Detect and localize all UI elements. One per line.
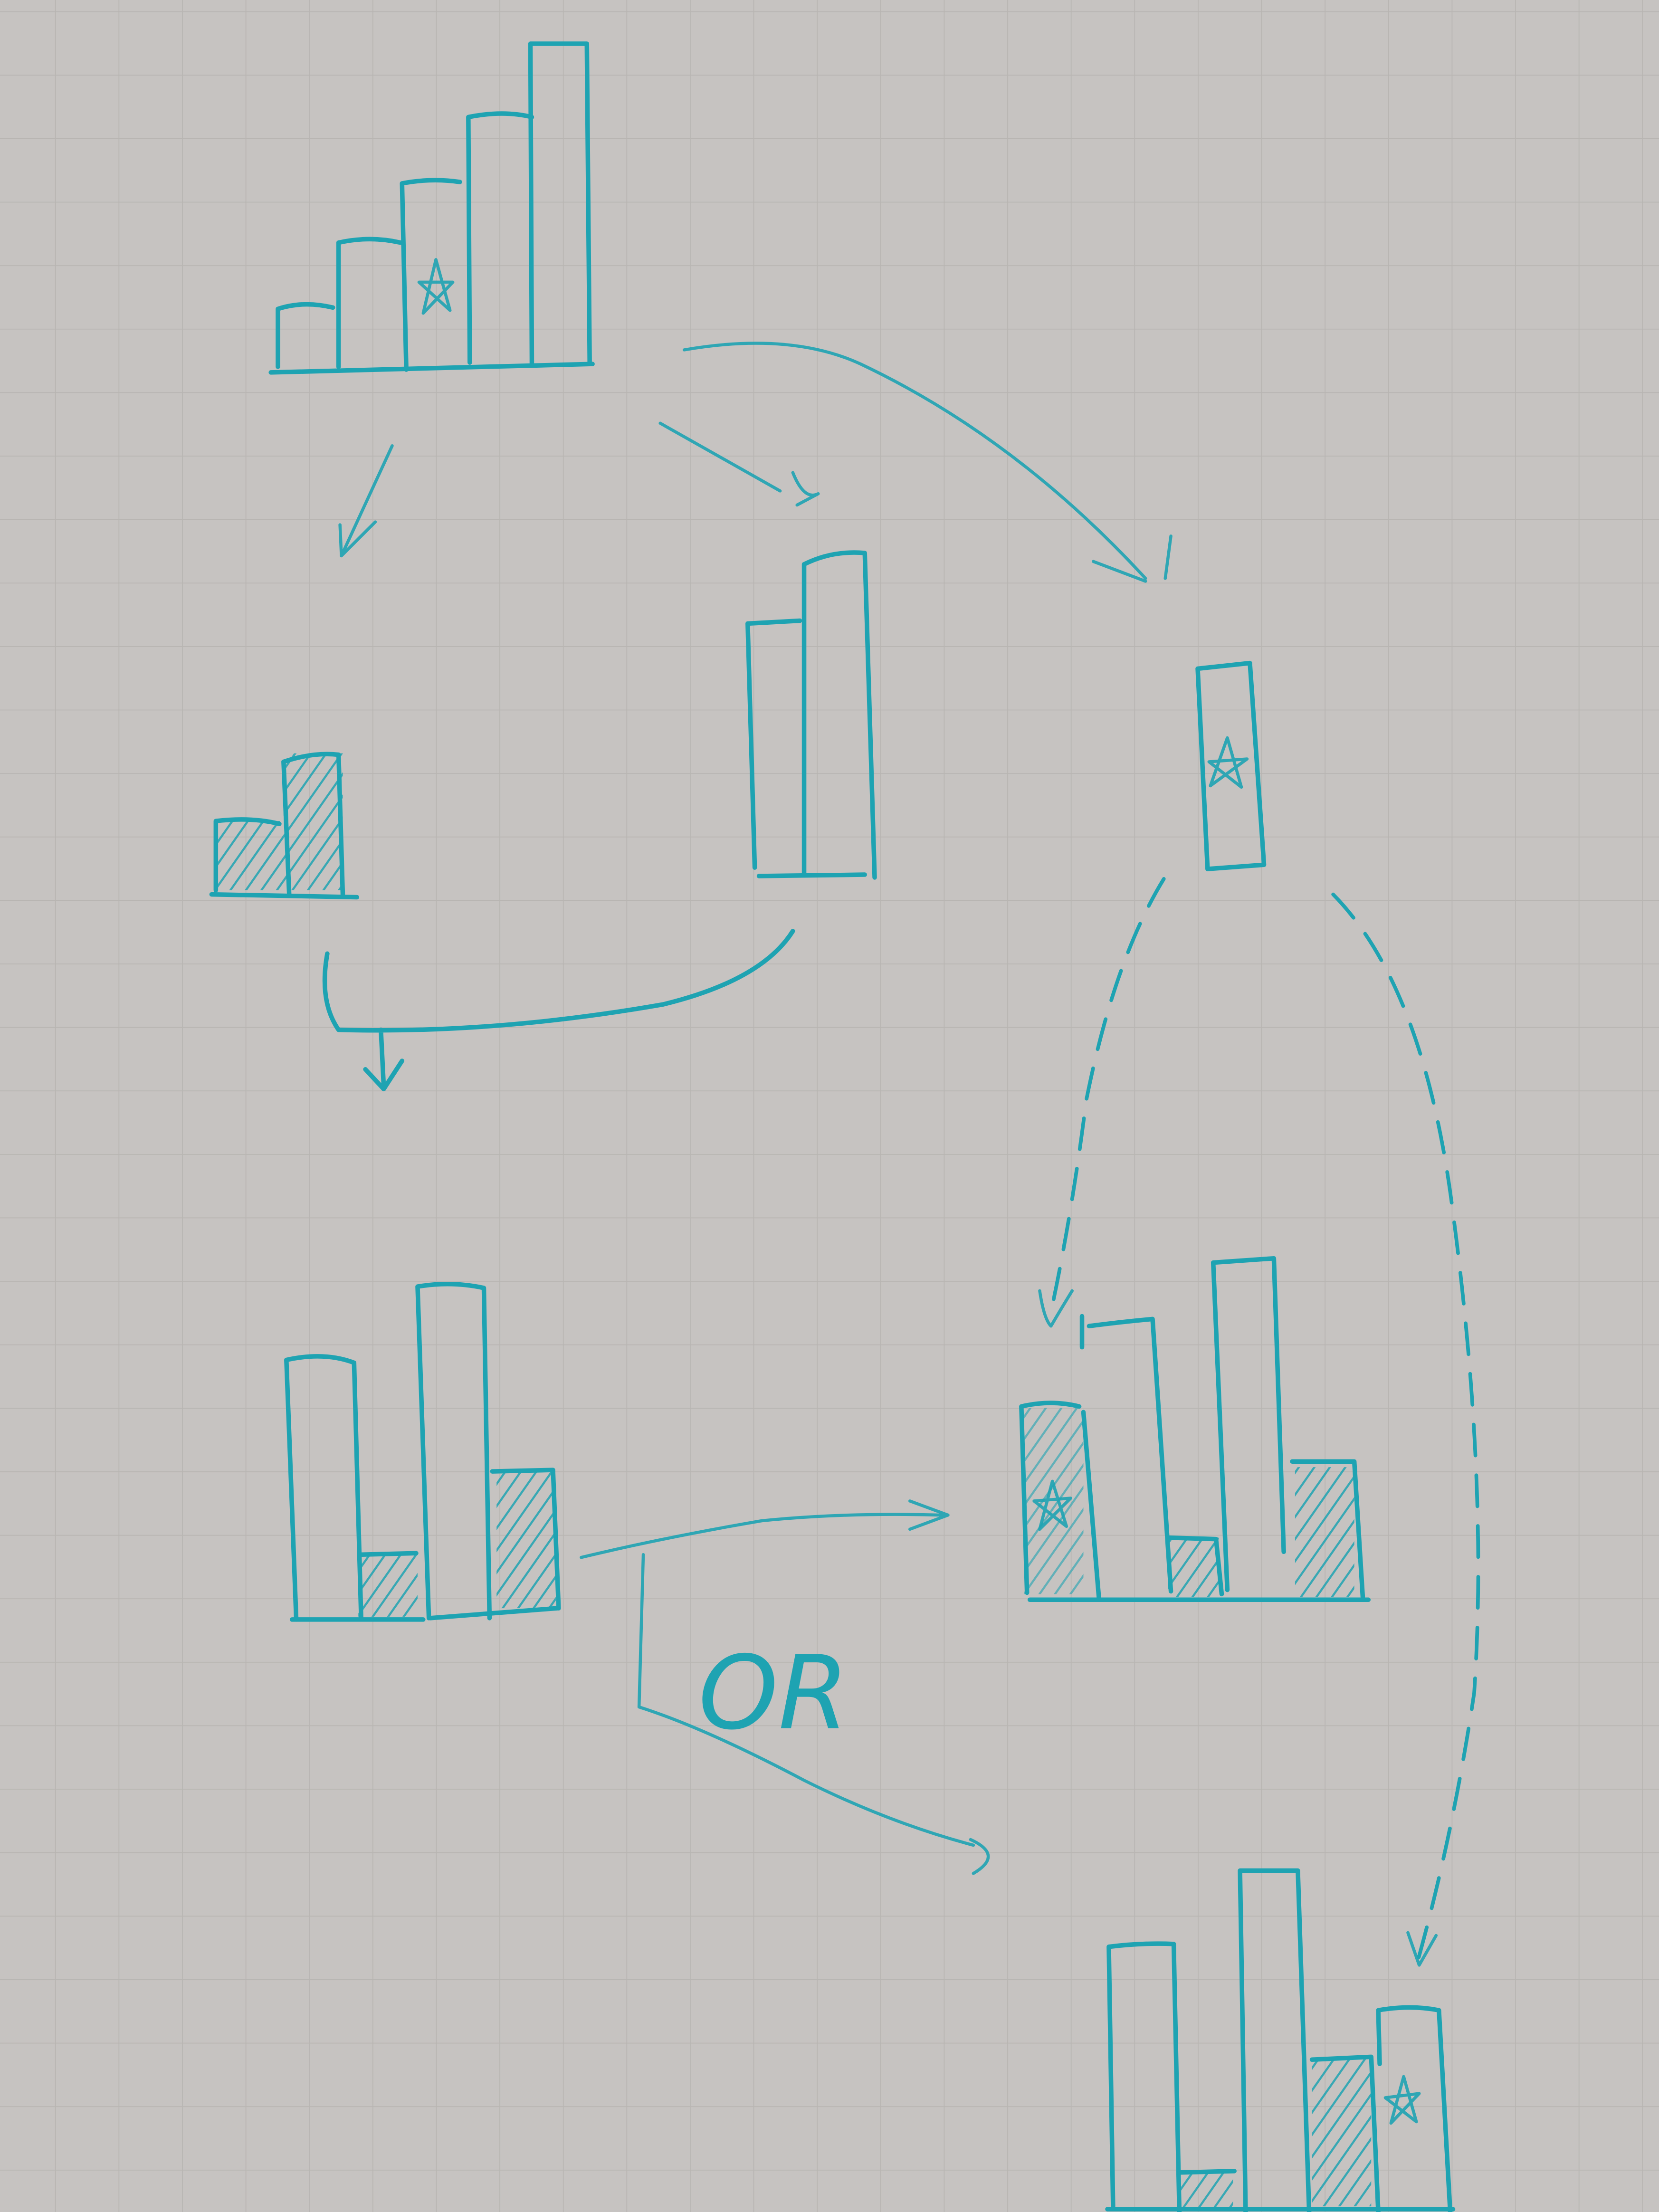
dashed-arrow-to-star-first xyxy=(1049,877,1166,1314)
or-label: OR xyxy=(698,1635,849,1753)
star-icon xyxy=(1383,2075,1421,2125)
dashed-arrow-to-star-last xyxy=(1331,892,1480,1963)
star-icon xyxy=(1207,736,1249,789)
small-hatched-chart xyxy=(209,752,360,900)
star-bar-chart xyxy=(1195,660,1267,871)
arrow-to-tall-pair xyxy=(658,421,820,507)
merge-arrow xyxy=(322,929,795,1092)
interleaved-chart xyxy=(284,1282,561,1622)
dashed-arrow-head-1 xyxy=(1038,1289,1074,1328)
arrow-to-star-last xyxy=(637,1553,990,1875)
merged-chart-star-first xyxy=(1019,1256,1371,1602)
arrow-to-small-hatched xyxy=(338,444,394,558)
arrow-to-star-bar xyxy=(682,342,1173,583)
merged-chart-star-last xyxy=(1105,1868,1456,2212)
dashed-arrow-head-2 xyxy=(1406,1931,1438,1967)
star-icon xyxy=(1032,1479,1073,1531)
arrow-to-star-first xyxy=(580,1499,950,1559)
source-chart xyxy=(268,41,595,375)
tall-pair-chart xyxy=(745,550,877,880)
star-icon xyxy=(417,258,455,315)
